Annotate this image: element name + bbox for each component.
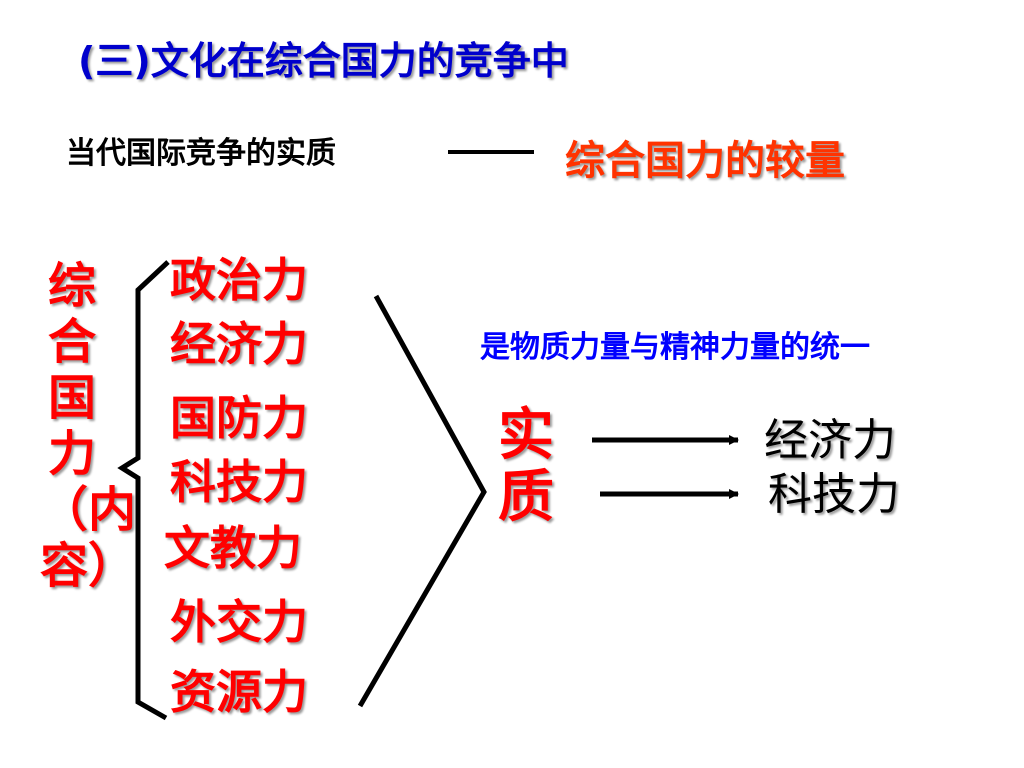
- left-brace: [117, 260, 170, 721]
- essence-value: 综合国力的较量: [565, 138, 845, 184]
- result-technology: 科技力: [768, 469, 900, 520]
- component-diplomacy: 外交力: [170, 595, 308, 649]
- result-economy: 经济力: [764, 415, 896, 466]
- national-power-label: 综合国力（内容）: [40, 258, 137, 594]
- component-resources: 资源力: [170, 665, 308, 719]
- essence-label: 当代国际竞争的实质: [66, 136, 336, 171]
- component-politics: 政治力: [170, 253, 308, 307]
- component-technology: 科技力: [170, 455, 308, 509]
- component-economy: 经济力: [170, 317, 308, 371]
- substance-label: 实质: [498, 402, 554, 530]
- unity-statement: 是物质力量与精神力量的统一: [480, 330, 870, 365]
- component-culture-education: 文教力: [164, 521, 302, 575]
- page-title: (三)文化在综合国力的竞争中: [78, 39, 569, 83]
- component-defense: 国防力: [170, 391, 308, 445]
- essence-dash: [448, 150, 534, 154]
- right-angle-bracket: [357, 294, 487, 708]
